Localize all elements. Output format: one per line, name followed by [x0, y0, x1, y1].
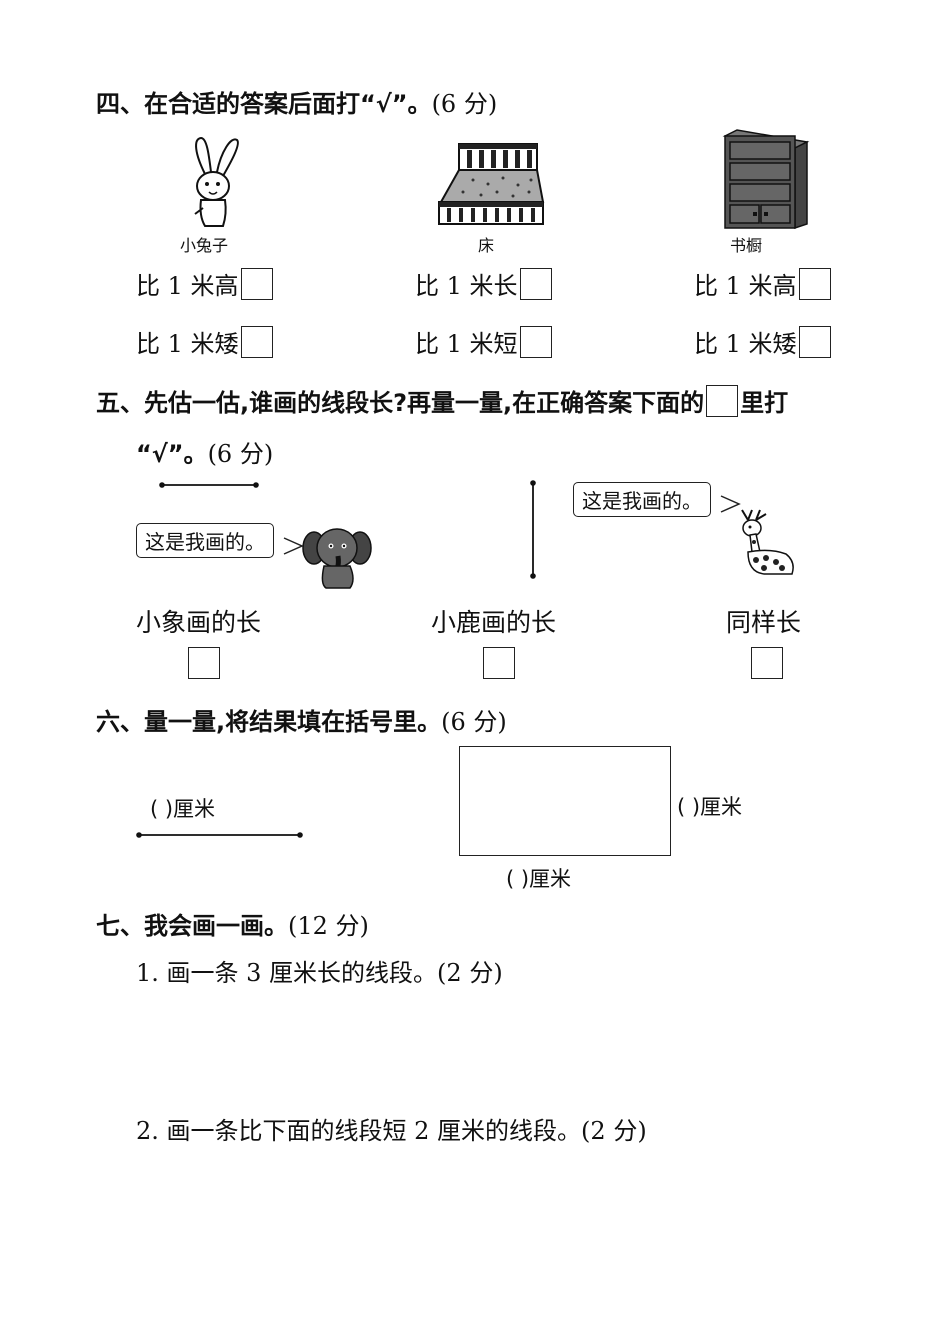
answer-checkbox[interactable] — [798, 325, 831, 358]
answer-checkbox[interactable] — [519, 267, 552, 300]
measure-rectangle — [459, 746, 671, 856]
answer-checkbox[interactable] — [798, 267, 831, 300]
rect-height-answer-blank[interactable]: ( )厘米 — [677, 795, 743, 819]
answer-checkbox[interactable] — [519, 325, 552, 358]
bubble-tail-icon — [720, 495, 741, 513]
drawing-area-2[interactable] — [136, 1155, 816, 1315]
section4-heading: 四、在合适的答案后面打“√”。(6 分) — [96, 90, 498, 118]
section7-heading: 七、我会画一画。(12 分) — [96, 912, 369, 940]
segment-answer-blank[interactable]: ( )厘米 — [150, 797, 216, 821]
choice-elephant-longer: 小象画的长 — [136, 608, 262, 637]
bed-option-longer: 比 1 米长 — [415, 266, 552, 301]
choice-box-deer[interactable] — [483, 647, 515, 679]
answer-checkbox[interactable] — [240, 325, 273, 358]
rabbit-option-taller: 比 1 米高 — [136, 266, 273, 301]
rabbit-caption: 小兔子 — [180, 236, 229, 255]
elephant-icon — [302, 528, 372, 589]
deer-speech-bubble: 这是我画的。 — [573, 482, 711, 517]
drawing-area-1[interactable] — [136, 995, 816, 1095]
section6-heading: 六、量一量,将结果填在括号里。(6 分) — [96, 708, 507, 736]
bookcase-icon — [722, 129, 810, 230]
bed-icon — [438, 143, 545, 225]
inline-box-icon — [706, 384, 739, 417]
choice-box-same[interactable] — [751, 647, 783, 679]
bookcase-caption: 书橱 — [730, 236, 763, 255]
question-7-1: 1. 画一条 3 厘米长的线段。(2 分) — [136, 959, 503, 987]
bed-option-shorter: 比 1 米短 — [415, 324, 552, 359]
choice-box-elephant[interactable] — [188, 647, 220, 679]
deer-segment — [530, 480, 536, 579]
elephant-segment — [159, 482, 259, 488]
bubble-tail-icon — [283, 537, 304, 555]
deer-icon — [741, 509, 794, 575]
bed-caption: 床 — [478, 236, 495, 255]
rabbit-icon — [194, 136, 239, 227]
choice-deer-longer: 小鹿画的长 — [431, 608, 557, 637]
elephant-speech-bubble: 这是我画的。 — [136, 523, 274, 558]
bookcase-option-shorter: 比 1 米矮 — [694, 324, 831, 359]
choice-same-length: 同样长 — [726, 608, 802, 637]
section5-heading: 五、先估一估,谁画的线段长?再量一量,在正确答案下面的 里打 — [96, 383, 788, 418]
rect-width-answer-blank[interactable]: ( )厘米 — [506, 867, 572, 891]
question-7-2: 2. 画一条比下面的线段短 2 厘米的线段。(2 分) — [136, 1117, 647, 1145]
bookcase-option-taller: 比 1 米高 — [694, 266, 831, 301]
measure-segment — [136, 832, 303, 838]
answer-checkbox[interactable] — [240, 267, 273, 300]
section5-heading-line2: “√”。(6 分) — [136, 440, 274, 468]
rabbit-option-shorter: 比 1 米矮 — [136, 324, 273, 359]
